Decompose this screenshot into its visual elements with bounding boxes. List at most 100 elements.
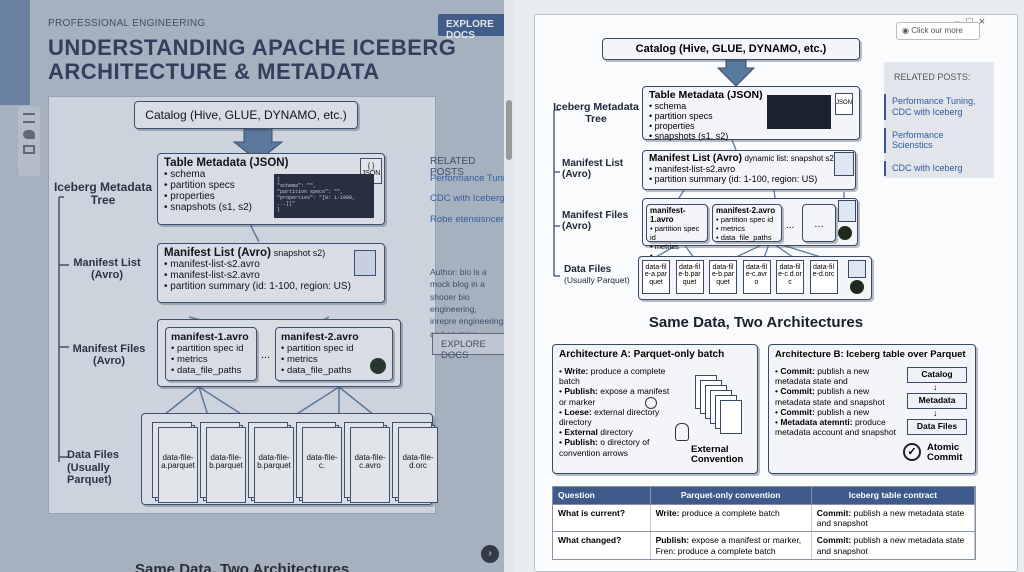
menu-icon[interactable] bbox=[23, 113, 35, 123]
left-top-strip bbox=[0, 0, 30, 105]
arch-b-stack-box: Metadata bbox=[907, 393, 967, 409]
right-data-file-name: data-file-d.orc bbox=[812, 264, 835, 279]
right-related-post-link[interactable]: CDC with Iceberg bbox=[884, 161, 992, 176]
arch-b-caption: Atomic Commit bbox=[927, 442, 963, 464]
left-diagram-card: Catalog (Hive, GLUE, DYNAMO, etc.) Icebe… bbox=[48, 96, 438, 514]
right-data-file-card: data-file-c.d.orc bbox=[776, 260, 804, 294]
kicker: PROFESSIONAL ENGINEERING bbox=[48, 18, 206, 29]
table-metadata-item: schema bbox=[164, 169, 378, 180]
table-metadata-list: schemapartition specspropertiessnapshots… bbox=[164, 169, 378, 213]
comparison-table-cell-value: publish a new metadata state and snapsho… bbox=[816, 535, 965, 556]
manifest-list-item: manifest-list-s2.avro bbox=[164, 270, 378, 281]
next-arrow-button[interactable]: › bbox=[481, 545, 499, 563]
right-data-upload-icon bbox=[850, 280, 864, 294]
related-post-link[interactable]: CDC with Iceberg bbox=[430, 193, 504, 205]
manifest-2-box: manifest-2.avro partition spec idmetrics… bbox=[275, 327, 393, 381]
arch-b-item-value: publish a new bbox=[814, 406, 870, 417]
right-data-file-card: data-file-a.parquet bbox=[642, 260, 670, 294]
comparison-table-cell-key: Publish: bbox=[655, 535, 690, 546]
data-file-card: data-file-d.orc bbox=[398, 427, 438, 503]
scrollbar-thumb[interactable] bbox=[506, 100, 512, 160]
check-circle-icon: ✓ bbox=[903, 443, 921, 461]
page-title: UNDERSTANDING APACHE ICEBERG ARCHITECTUR… bbox=[48, 35, 457, 85]
arch-b-item-value: publish a new metadata state and snapsho… bbox=[775, 386, 885, 407]
arch-b-item-key: Commit: bbox=[780, 386, 815, 397]
related-post-link[interactable]: Performance Tuning bbox=[430, 173, 504, 184]
explore-docs-button-bottom[interactable]: EXPLORE DOCS bbox=[432, 333, 504, 361]
page-title-line2: ARCHITECTURE & METADATA bbox=[48, 59, 380, 85]
arch-b-item-key: Commit: bbox=[780, 406, 815, 417]
manifest-2-item: data_file_paths bbox=[281, 365, 387, 376]
arch-a-item: Publish: o directory of convention arrow… bbox=[559, 437, 671, 457]
data-file-card: data-file-c. bbox=[302, 427, 342, 503]
right-manifest-1-item: partition spec id bbox=[650, 224, 704, 242]
right-table-metadata-title: Table Metadata (JSON) bbox=[649, 89, 763, 101]
arch-b-item-value: produce metadata account and snapshot bbox=[775, 416, 896, 438]
arch-b-item-key: Commit: bbox=[780, 366, 815, 376]
arch-a-item: Loese: external directory directory bbox=[559, 407, 671, 427]
json-snippet-line: "properties": "[0: 1-1000, ...]]" bbox=[277, 195, 356, 207]
avro-file-icon bbox=[354, 250, 376, 276]
arch-b-card: Architecture B: Iceberg table over Parqu… bbox=[768, 344, 976, 474]
right-avro-file-icon bbox=[834, 152, 854, 176]
right-data-file-name: data-file-b.parquet bbox=[678, 264, 701, 286]
email-icon[interactable] bbox=[23, 145, 35, 154]
click-more-button[interactable]: ◉ Click our more bbox=[896, 22, 980, 40]
comparison-table-row: What is current?Write: produce a complet… bbox=[553, 504, 976, 532]
right-manifest-list-title: Manifest List (Avro) dynamic list: snaps… bbox=[649, 153, 837, 164]
scrollbar-track[interactable] bbox=[504, 0, 514, 572]
manifest-files-label: Manifest Files (Avro) bbox=[72, 343, 146, 368]
table-metadata-box: Table Metadata (JSON) schemapartition sp… bbox=[157, 153, 385, 225]
right-manifest-2-title: manifest-2.avro bbox=[716, 206, 776, 215]
right-manifest-1-item: metrics bbox=[650, 242, 704, 251]
right-related-post-link[interactable]: Performance Tuning, CDC with Iceberg bbox=[884, 94, 992, 120]
right-related-post-link[interactable]: Performance Scienstics bbox=[884, 127, 992, 154]
data-files-label: Data Files (Usually Parquet) bbox=[67, 449, 119, 487]
arch-a-card: Architecture A: Parquet-only batch Write… bbox=[552, 344, 758, 474]
right-manifest-list-item: partition summary (id: 1-100, region: US… bbox=[649, 174, 849, 184]
share-rail bbox=[18, 106, 40, 176]
comparison-table-cell: Write: produce a complete batch bbox=[651, 505, 812, 532]
arch-a-item: Publish: expose a manifest or marker bbox=[559, 386, 671, 406]
right-catalog-box: Catalog (Hive, GLUE, DYNAMO, etc.) bbox=[602, 38, 860, 60]
data-file-name: data-file-d.orc bbox=[402, 453, 434, 471]
comparison-table-header-cell: Iceberg table contract bbox=[812, 487, 976, 504]
pointer-hand-icon bbox=[675, 423, 689, 441]
right-manifest-2-item: data_file_paths bbox=[716, 233, 778, 242]
json-snippet-line: "schema": "", bbox=[277, 183, 317, 189]
arch-a-title: Architecture A: Parquet-only batch bbox=[559, 349, 725, 360]
close-icon[interactable]: × bbox=[978, 16, 992, 28]
explore-docs-button-top[interactable]: EXPLORE DOCS bbox=[438, 14, 504, 41]
right-manifest-1-title: manifest-1.avro bbox=[650, 206, 686, 224]
right-manifest-3-box: … bbox=[802, 204, 836, 242]
right-manifest-list-items: manifest-list-s2.avropartition summary (… bbox=[649, 164, 849, 184]
left-related-title: RELATED POSTS bbox=[430, 156, 476, 178]
page-title-line1: UNDERSTANDING APACHE ICEBERG bbox=[48, 35, 457, 60]
right-manifest-2-item: metrics bbox=[716, 224, 778, 233]
comparison-table-cell: What is current? bbox=[553, 505, 651, 532]
table-metadata-item: snapshots (s1, s2) bbox=[164, 202, 378, 213]
right-data-file-card: data-file-b.parquet bbox=[675, 260, 704, 294]
manifest-1-box: manifest-1.avro partition spec idmetrics… bbox=[165, 327, 257, 381]
right-manifest-doc-icon bbox=[838, 200, 856, 222]
manifest-2-item: metrics bbox=[281, 354, 387, 365]
comparison-table-cell-value: produce a complete batch bbox=[679, 508, 780, 518]
comparison-table-cell-key: Commit: bbox=[816, 508, 852, 518]
right-table-metadata-box: Table Metadata (JSON) schemapartition sp… bbox=[642, 86, 860, 141]
twitter-icon[interactable] bbox=[23, 130, 35, 139]
json-snippet-line: } bbox=[277, 207, 281, 213]
manifest-1-item: data_file_paths bbox=[171, 365, 251, 376]
table-metadata-item: properties bbox=[164, 191, 378, 202]
arch-a-item: External directory bbox=[559, 427, 671, 437]
related-post-link[interactable]: Robe etensisncenman Iceberg bbox=[430, 213, 504, 225]
table-metadata-title: Table Metadata (JSON) bbox=[164, 157, 289, 169]
json-snippet: {"schema": "","partition specs": "","pro… bbox=[274, 174, 374, 218]
data-file-card: data-file-b.parquet bbox=[254, 427, 294, 503]
right-manifest-2-list: partition spec idmetricsdata_file_paths bbox=[716, 215, 778, 242]
comparison-table-cell: What changed? bbox=[553, 532, 651, 559]
magnifier-icon bbox=[645, 397, 657, 409]
upload-icon bbox=[370, 358, 386, 374]
